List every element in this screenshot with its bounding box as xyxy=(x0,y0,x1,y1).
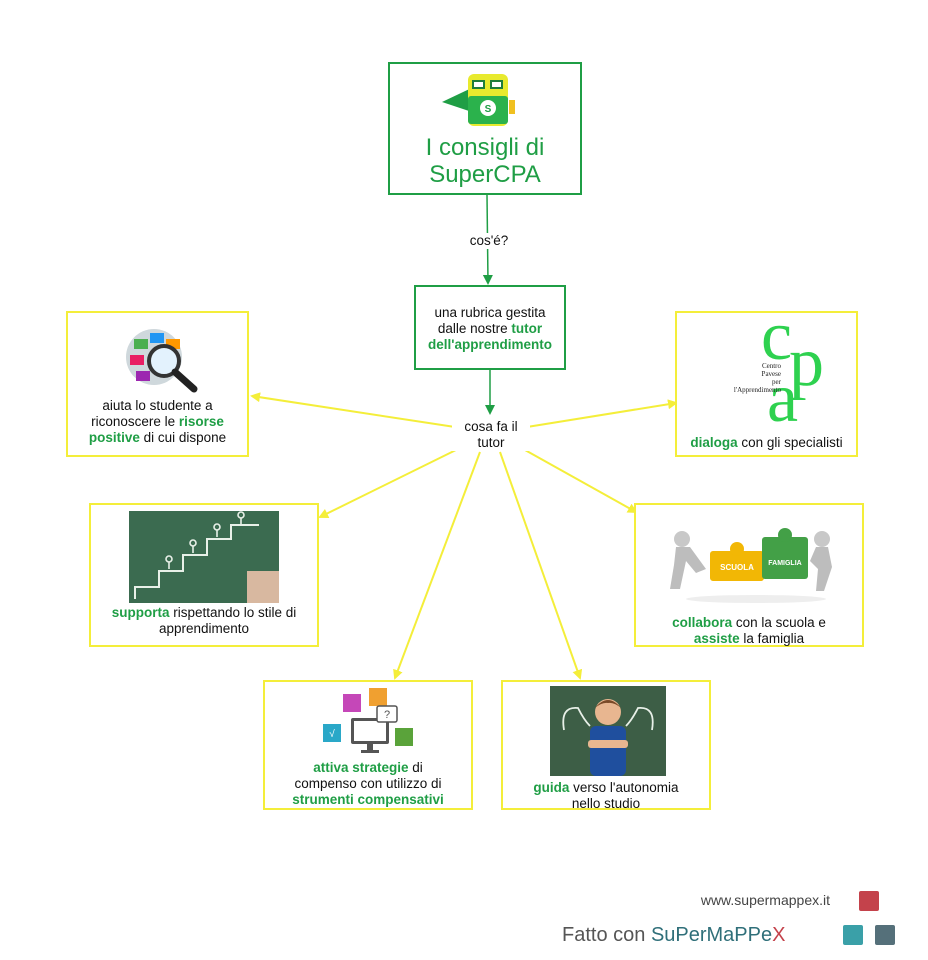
root-title-line2: SuperCPA xyxy=(429,161,541,188)
node-school[interactable]: SCUOLA FAMIGLIA collabora con la scuola … xyxy=(634,503,864,647)
school-hl-collabora: collabora xyxy=(672,615,733,630)
school-line2: la famiglia xyxy=(739,631,805,646)
cpa-logo-text4: l'Apprendimento xyxy=(733,386,781,394)
resources-line1: aiuta lo studente a xyxy=(102,398,213,413)
node-resources[interactable]: aiuta lo studente a riconoscere le risor… xyxy=(66,311,249,457)
magnifier-resources-icon xyxy=(126,329,198,393)
cpa-logo-text2: Pavese xyxy=(761,370,781,378)
node-autonomy[interactable]: guida verso l'autonomia nello studio xyxy=(501,680,711,811)
resources-hl-positive: positive xyxy=(88,430,140,445)
puzzle-label-famiglia: FAMIGLIA xyxy=(768,560,801,567)
strong-kid-icon xyxy=(550,686,666,776)
support-hl-supporta: supporta xyxy=(111,605,170,620)
edge-hub-specialists xyxy=(526,399,678,428)
edge-hub-autonomy xyxy=(499,451,583,680)
strategies-line1: di xyxy=(408,760,423,775)
footer-brand: Fatto con SuPerMaPPeX xyxy=(562,924,785,947)
footer-red-square xyxy=(859,891,879,911)
hub-line2: tutor xyxy=(477,435,505,450)
cpa-logo-a: a xyxy=(767,360,799,437)
strategies-hl-attiva: attiva strategie xyxy=(313,760,409,775)
puzzle-label-scuola: SCUOLA xyxy=(720,563,754,572)
support-line2: apprendimento xyxy=(158,621,250,636)
resources-line3: di cui dispone xyxy=(139,430,227,445)
specialists-text: con gli specialisti xyxy=(737,435,843,450)
svg-text:?: ? xyxy=(384,709,390,721)
footer-teal-square xyxy=(843,925,863,945)
footer-brand-pre: Fatto con xyxy=(562,924,651,946)
root-node[interactable]: S I consigli di SuperCPA xyxy=(388,62,582,195)
school-hl-assiste: assiste xyxy=(693,631,740,646)
edge-hub-resources xyxy=(250,392,456,428)
footer-brand-name: SuPerMaPPe xyxy=(650,924,773,946)
autonomy-line1: verso l'autonomia xyxy=(569,780,679,795)
edge-hub-support xyxy=(318,447,461,518)
compensative-tools-icon: √ ? xyxy=(323,688,413,753)
cpa-logo-text3: per xyxy=(772,378,781,386)
svg-text:√: √ xyxy=(329,728,335,740)
cpa-logo-p: p xyxy=(789,324,824,401)
definition-hl-tutor: tutor xyxy=(511,321,543,336)
hub-line1: cosa fa il xyxy=(464,419,518,434)
definition-line2: dalle nostre xyxy=(437,321,512,336)
edge-hub-school xyxy=(524,449,638,513)
autonomy-hl-guida: guida xyxy=(533,780,570,795)
supercpa-mascot-icon: S xyxy=(442,74,515,126)
resources-line2: riconoscere le xyxy=(91,414,179,429)
footer-slate-square xyxy=(875,925,895,945)
support-line1: rispettando lo stile di xyxy=(169,605,297,620)
hub-node[interactable]: cosa fa il tutor xyxy=(452,419,530,451)
cpa-logo: c p a Centro Pavese per l'Apprendimento xyxy=(717,298,827,437)
edge-hub-strategies xyxy=(393,451,481,680)
root-title-line1: I consigli di xyxy=(425,134,545,161)
node-support[interactable]: supporta rispettando lo stile di apprend… xyxy=(89,503,319,647)
resources-hl-risorse: risorse xyxy=(178,414,224,429)
footer-url[interactable]: www.supermappex.it xyxy=(700,892,830,908)
definition-line1: una rubrica gestita xyxy=(434,305,546,320)
definition-hl-apprendimento: dell'apprendimento xyxy=(428,337,552,352)
node-specialists[interactable]: c p a Centro Pavese per l'Apprendimento … xyxy=(675,298,858,457)
footer-brand-x: X xyxy=(772,924,786,946)
cpa-logo-c: c xyxy=(761,298,793,375)
puzzle-pieces-icon: SCUOLA FAMIGLIA xyxy=(670,528,832,603)
chalkboard-stairs-icon xyxy=(129,511,279,603)
school-line1: con la scuola e xyxy=(732,615,826,630)
strategies-hl-strumenti: strumenti compensativi xyxy=(292,792,444,807)
autonomy-line2: nello studio xyxy=(571,796,641,811)
node-strategies[interactable]: √ ? attiva strategie di compenso con uti… xyxy=(263,680,473,810)
strategies-line2: compenso con utilizzo di xyxy=(294,776,442,791)
cpa-logo-text1: Centro xyxy=(761,362,781,370)
definition-node[interactable]: una rubrica gestita dalle nostre tutor d… xyxy=(414,285,566,370)
edge-label-whatis: cos'é? xyxy=(460,233,518,249)
specialists-hl-dialoga: dialoga xyxy=(690,435,738,450)
svg-text:S: S xyxy=(485,104,492,115)
